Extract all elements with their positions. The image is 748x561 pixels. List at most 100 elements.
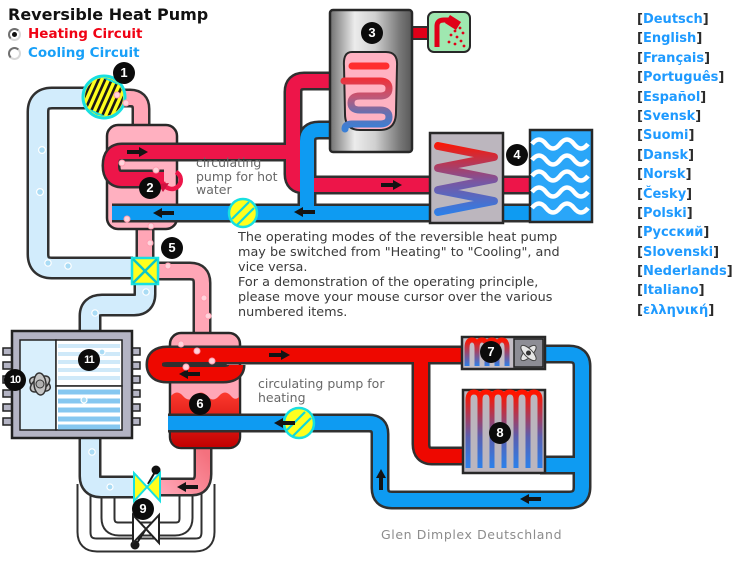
language-link-label[interactable]: Deutsch — [642, 12, 703, 27]
language-link-portugues[interactable]: [Português] — [637, 70, 733, 89]
radio-button-unselected-icon[interactable] — [8, 46, 21, 60]
language-link-svensk[interactable]: [Svensk] — [637, 109, 733, 128]
shower-icon — [427, 11, 471, 53]
expansion-valve[interactable] — [133, 465, 161, 504]
language-link-label[interactable]: Русский — [642, 225, 704, 241]
bracket: ] — [704, 50, 711, 66]
page-title: Reversible Heat Pump — [8, 5, 209, 24]
language-link-label[interactable]: Español — [642, 89, 701, 105]
hot-water-tank[interactable] — [328, 8, 414, 154]
bracket: ] — [696, 31, 703, 47]
language-list: [Deutsch] [English] [Français] [Portuguê… — [637, 12, 733, 322]
bracket: [ — [637, 186, 643, 202]
fan-coil-unit[interactable] — [460, 335, 547, 371]
badge-7[interactable]: 7 — [480, 341, 502, 363]
badge-1[interactable]: 1 — [113, 62, 135, 84]
language-link-francais[interactable]: [Français] — [637, 51, 733, 70]
heating-circuit-label[interactable]: Heating Circuit — [28, 26, 143, 42]
language-link-nederlands[interactable]: [Nederlands] — [637, 264, 733, 283]
language-link-label[interactable]: Suomi — [642, 128, 689, 144]
language-link-label[interactable]: Dansk — [642, 147, 689, 163]
auxiliary-heater[interactable] — [428, 131, 505, 225]
compressor[interactable] — [75, 70, 133, 125]
badge-6[interactable]: 6 — [189, 393, 211, 415]
language-link-suomi[interactable]: [Suomi] — [637, 128, 733, 147]
bracket: [ — [637, 50, 643, 66]
language-link-label[interactable]: Italiano — [642, 283, 699, 299]
bracket: ] — [685, 167, 692, 183]
language-link-slovenski[interactable]: [Slovenski] — [637, 245, 733, 264]
bracket: ] — [713, 244, 720, 260]
bracket: ] — [702, 12, 709, 27]
bracket: [ — [637, 128, 643, 144]
bracket: ] — [695, 108, 702, 124]
language-link-label[interactable]: Norsk — [642, 167, 686, 183]
language-link-dansk[interactable]: [Dansk] — [637, 148, 733, 167]
language-link-label[interactable]: Slovenski — [642, 244, 714, 260]
bracket: ] — [700, 89, 707, 105]
brand-credit: Glen Dimplex Deutschland — [381, 527, 563, 542]
bracket: ] — [688, 147, 695, 163]
evaporator-fan-icon[interactable] — [27, 372, 52, 396]
heat-pump-diagram — [2, 8, 594, 553]
cooling-circuit-label[interactable]: Cooling Circuit — [28, 45, 140, 61]
language-link-label[interactable]: Česky — [642, 186, 687, 202]
language-link-deutsch[interactable]: [Deutsch] — [637, 12, 733, 31]
language-link-polski[interactable]: [Polski] — [637, 206, 733, 225]
bracket: ] — [688, 128, 695, 144]
pump-hot-water-label: circulating pump for hot water — [196, 155, 278, 197]
language-link-norsk[interactable]: [Norsk] — [637, 167, 733, 186]
badge-3[interactable]: 3 — [361, 22, 383, 44]
badge-9[interactable]: 9 — [132, 498, 154, 520]
badge-2[interactable]: 2 — [139, 177, 161, 199]
badge-8[interactable]: 8 — [489, 422, 511, 444]
bracket: [ — [637, 205, 643, 221]
refrigerant-bubbles — [35, 91, 216, 491]
language-link-label[interactable]: Français — [642, 50, 705, 66]
bracket: [ — [637, 108, 643, 124]
bracket: ] — [718, 70, 725, 86]
bracket: ] — [686, 205, 693, 221]
language-link-ellinika[interactable]: [ελληνική] — [637, 303, 733, 322]
bracket: [ — [637, 31, 643, 47]
flow-arrows — [127, 147, 541, 504]
bracket: ] — [698, 283, 705, 299]
water-reservoir[interactable] — [528, 128, 594, 224]
instructions-text: The operating modes of the reversible he… — [238, 230, 560, 320]
bracket: [ — [637, 70, 643, 86]
evaporator-unit[interactable] — [2, 329, 141, 440]
language-link-label[interactable]: Português — [642, 70, 719, 86]
badge-11[interactable]: 11 — [78, 349, 100, 371]
language-link-cesky[interactable]: [Česky] — [637, 187, 733, 206]
language-link-russkij[interactable]: [Русский] — [637, 225, 733, 244]
radio-heating-circuit[interactable]: Heating Circuit — [8, 26, 143, 42]
language-link-label[interactable]: English — [642, 31, 697, 47]
language-link-label[interactable]: Nederlands — [642, 264, 727, 280]
bracket: ] — [726, 264, 733, 280]
reversing-valve[interactable] — [130, 256, 160, 286]
inactive-expansion-valve — [130, 512, 160, 550]
language-link-english[interactable]: [English] — [637, 31, 733, 50]
badge-4[interactable]: 4 — [506, 144, 528, 166]
hot-water-pump[interactable] — [227, 197, 259, 229]
radio-cooling-circuit[interactable]: Cooling Circuit — [8, 45, 140, 61]
inactive-cooling-pipes — [76, 484, 216, 553]
pump-heating-label: circulating pump for heating — [258, 376, 385, 405]
language-link-espanol[interactable]: [Español] — [637, 90, 733, 109]
language-link-label[interactable]: Svensk — [642, 108, 696, 124]
heating-pump[interactable] — [282, 406, 316, 440]
language-link-label[interactable]: Polski — [642, 205, 687, 221]
bracket: [ — [637, 147, 643, 163]
radio-button-selected-icon[interactable] — [8, 27, 21, 41]
cold-gas-pipes — [26, 86, 157, 499]
badge-5[interactable]: 5 — [161, 237, 183, 259]
badge-10[interactable]: 10 — [4, 369, 26, 391]
language-link-label[interactable]: ελληνική — [642, 302, 709, 318]
fan-icon — [520, 344, 537, 362]
heating-circuit-pipes — [145, 344, 592, 510]
bracket: [ — [637, 283, 643, 299]
language-link-italiano[interactable]: [Italiano] — [637, 283, 733, 302]
bracket: [ — [637, 264, 643, 280]
bracket: [ — [637, 89, 643, 105]
